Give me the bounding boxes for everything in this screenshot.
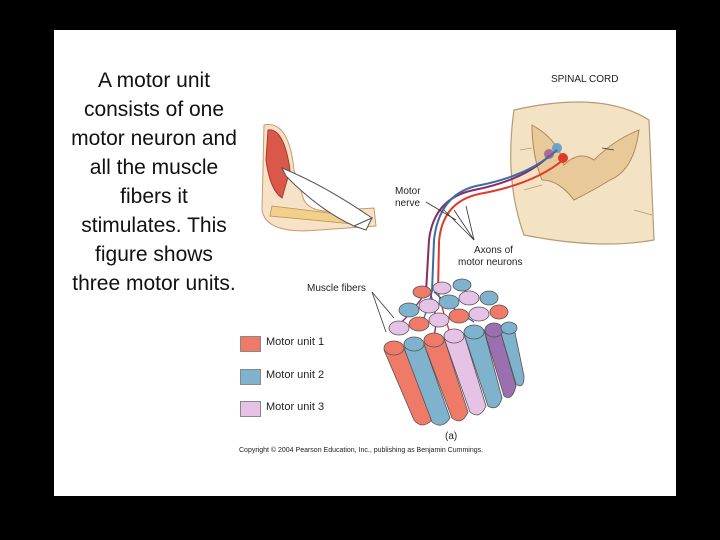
axons-label-line1: Axons of	[474, 245, 513, 256]
motor-nerve-label-line2: nerve	[395, 198, 420, 209]
legend-label-motor-unit-3: Motor unit 3	[266, 401, 324, 413]
legend-swatch-motor-unit-1	[240, 336, 261, 352]
legend-swatch-motor-unit-3	[240, 401, 261, 417]
spinal-cord-label: SPINAL CORD	[551, 74, 618, 85]
muscle-fiber-bundle	[384, 279, 524, 425]
legend-label-motor-unit-1: Motor unit 1	[266, 336, 324, 348]
slide: A motor unit consists of one motor neuro…	[54, 30, 676, 496]
axons-label-line2: motor neurons	[458, 257, 522, 268]
motor-nerve-label-line1: Motor	[395, 186, 421, 197]
panel-label: (a)	[445, 431, 457, 442]
muscle-fibers-label: Muscle fibers	[307, 283, 366, 294]
arm-illustration	[262, 125, 376, 231]
motor-unit-figure: SPINAL CORD Motor nerve Axons of motor n…	[54, 30, 676, 496]
copyright-notice: Copyright © 2004 Pearson Education, Inc.…	[239, 447, 483, 454]
legend-swatch-motor-unit-2	[240, 369, 261, 385]
legend-label-motor-unit-2: Motor unit 2	[266, 369, 324, 381]
spinal-cord	[511, 102, 654, 244]
